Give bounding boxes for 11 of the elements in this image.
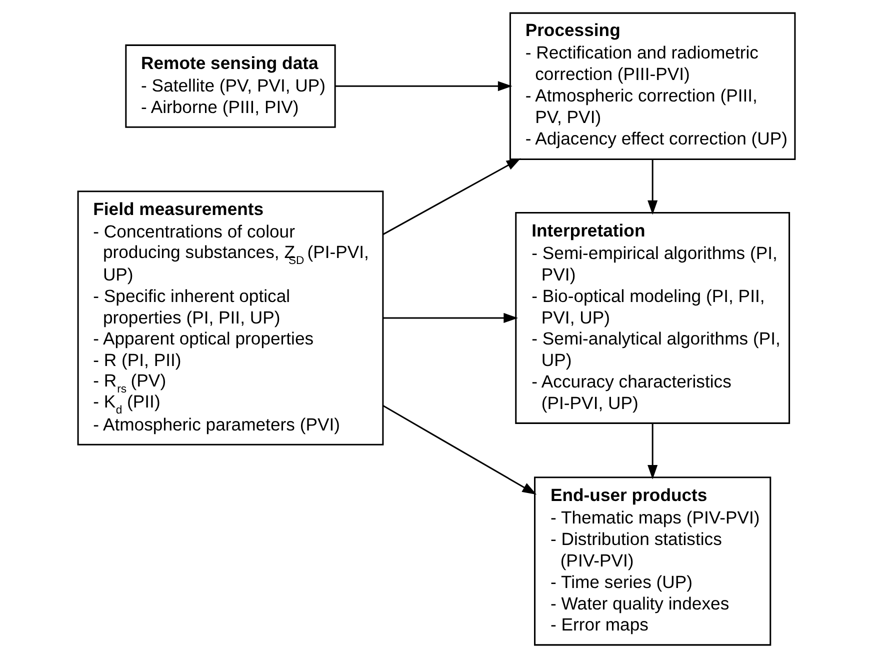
node-box: Interpretation - Semi-empirical algorithms (PI, PVI) - Bio-optical modeling (PI, PII, PVI, UP) - Semi-analytical algorithms (PI, UP) - Accuracy characteristics (PI-PVI, UP) — [514, 212, 790, 424]
node-box: End-user products - Thematic maps (PIV-PVI) - Distribution statistics (PIV-PVI) - Time series (UP) - Water quality indexes - Error maps — [534, 476, 771, 646]
arrow — [382, 405, 536, 495]
arrow — [382, 158, 520, 235]
arrow — [382, 312, 518, 323]
node-box: Remote sensing data - Satellite (PV, PVI, UP) - Airborne (PIII, PIV) — [124, 44, 336, 128]
node-box: Processing - Rectification and radiometric correction (PIII-PVI) - Atmospheric correction (PIII, PV, PVI) - Adjacency effect correction (UP) — [508, 12, 796, 160]
arrow — [647, 424, 658, 480]
arrow — [334, 81, 512, 92]
node-box: Field measurements - Concentrations of colour producing substances, Z$_{SD}$ (PI-PVI, UP) - Specific inherent optical properties (PI, PII, UP) - Apparent optical properties - R (PI, PII) - R$_{rs}$ (PV) - K$_{d}$ (PII) - Atmospheric parameters (PVI) — [76, 190, 384, 446]
arrow — [647, 160, 658, 215]
